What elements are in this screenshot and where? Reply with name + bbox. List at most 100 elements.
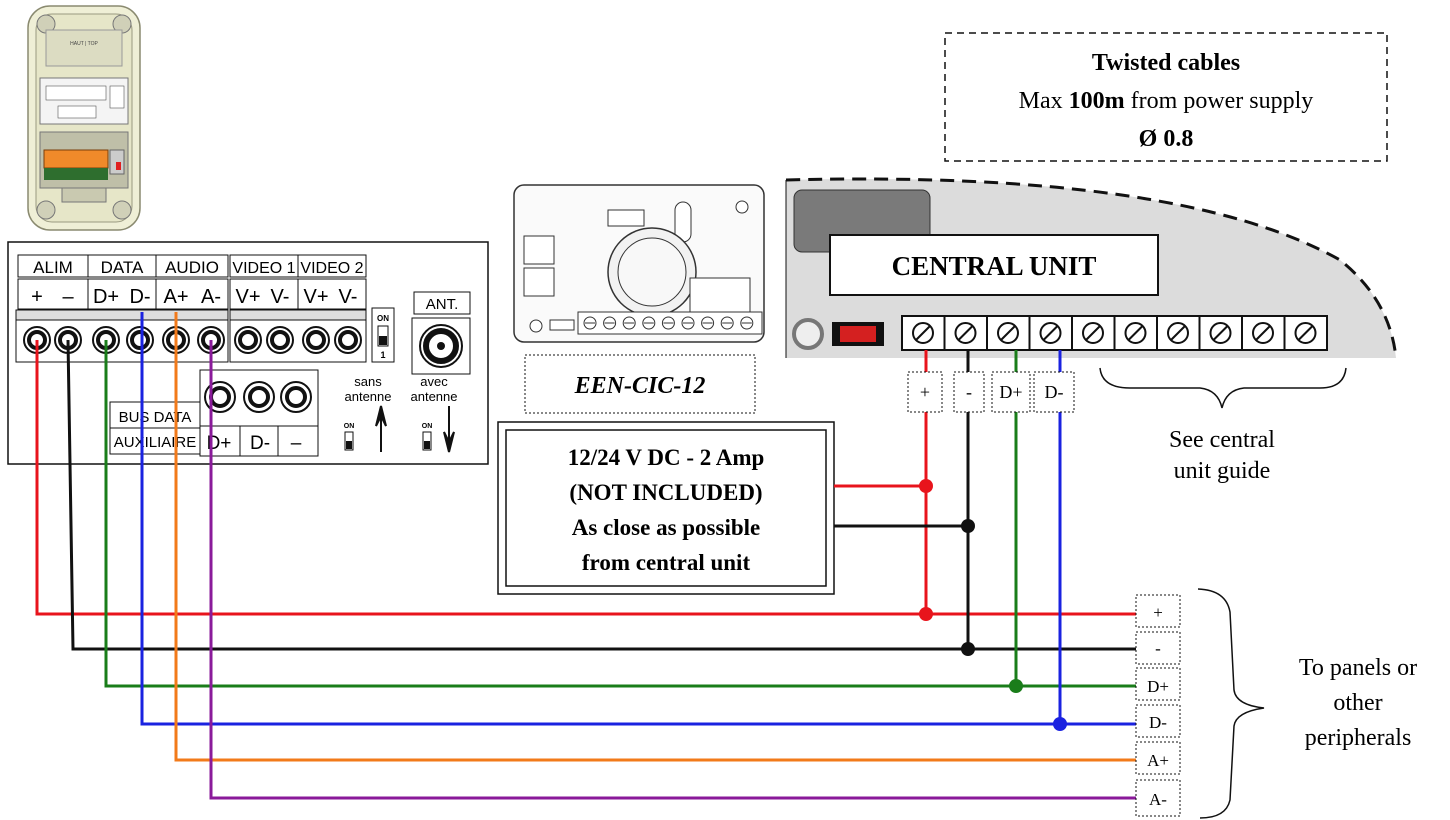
switch-on-label: ON: [377, 314, 389, 323]
aux-screw-ring-1: [248, 386, 270, 408]
panel-top-label: HAUT | TOP: [70, 41, 98, 47]
wire-alim-minus: [66, 339, 1136, 651]
cu-label-dminus: D-: [1045, 382, 1064, 402]
pin-plus: +: [31, 286, 43, 308]
sans-label: sans: [354, 374, 382, 389]
aux-pin-minus: –: [291, 433, 302, 454]
aux-pin-dplus: D+: [207, 433, 232, 454]
pin-video1-minus: V-: [271, 286, 290, 308]
cu-screw-slot-0: [915, 325, 931, 341]
cu-screw-slot-8: [1255, 325, 1271, 341]
junction-dot-2: [919, 607, 933, 621]
note-title: Twisted cables: [1092, 50, 1240, 76]
peripherals-brace: [1197, 588, 1265, 819]
wires: [35, 312, 1136, 800]
bus-data-label: BUS DATA: [119, 409, 192, 426]
junction-dot-0: [919, 479, 933, 493]
switch-on-small-1: ON: [344, 423, 355, 430]
switch-on-small-2: ON: [422, 423, 433, 430]
guide-note-2: unit guide: [1174, 458, 1271, 484]
avec-antenne-label: antenne: [411, 389, 458, 404]
guide-note-1: See central: [1169, 427, 1275, 453]
junction-dot-4: [1009, 679, 1023, 693]
module-name: EEN-CIC-12: [574, 373, 706, 399]
psu-line-4: from central unit: [582, 550, 751, 575]
psu-line-3: As close as possible: [572, 515, 761, 540]
header-audio: AUDIO: [165, 258, 219, 277]
twisted-cables-note: Twisted cables Max 100m from power suppl…: [944, 32, 1388, 162]
wire-audio-minus: [209, 340, 1136, 800]
door-panel-image: HAUT | TOP: [27, 5, 141, 231]
cu-screw-slot-9: [1297, 325, 1314, 341]
cu-label-dplus: D+: [999, 382, 1022, 402]
sans-antenne-label: antenne: [345, 389, 392, 404]
note-distance: Max 100m from power supply: [1019, 88, 1314, 114]
note-diameter: Ø 0.8: [1139, 126, 1194, 152]
power-supply-box: 12/24 V DC - 2 Amp (NOT INCLUDED) As clo…: [497, 421, 835, 595]
header-video-1: VIDEO 1: [232, 260, 295, 277]
wire-data-plus: [104, 340, 1136, 688]
periph-dplus: D+: [1147, 677, 1169, 696]
cu-screw-slot-4: [1085, 325, 1101, 341]
central-unit: CENTRAL UNIT See central unit guide: [785, 177, 1398, 484]
peripherals-note-3: peripherals: [1305, 725, 1412, 751]
wire-alim-plus: [35, 340, 1136, 616]
wire-audio-plus: [174, 312, 1136, 762]
screw-ring-3: [130, 330, 150, 350]
pin-audio-minus: A-: [201, 286, 221, 308]
header-alim: ALIM: [33, 258, 73, 277]
header-video-2: VIDEO 2: [300, 260, 363, 277]
psu-line-2: (NOT INCLUDED): [569, 480, 762, 505]
wire-data-minus: [140, 312, 1136, 726]
cu-screw-slot-3: [1042, 325, 1059, 341]
periph-dminus: D-: [1149, 713, 1167, 732]
module-screw-terminals: [583, 316, 754, 330]
cu-screw-slot-6: [1170, 325, 1186, 341]
screw-ring-8: [306, 330, 326, 350]
screw-ring-9: [338, 330, 358, 350]
pin-data-minus: D-: [129, 286, 150, 308]
screw-ring-6: [238, 330, 258, 350]
up-arrow-icon: [375, 405, 387, 452]
peripherals-note-1: To panels or: [1299, 655, 1417, 681]
cu-screw-slot-5: [1127, 325, 1144, 341]
panel-connector: ALIM DATA AUDIO VIDEO 1 VIDEO 2 + – D+ D…: [7, 241, 489, 465]
aux-screw-ring-2: [285, 386, 307, 408]
aux-pin-dminus: D-: [250, 433, 270, 454]
pin-audio-plus: A+: [163, 286, 188, 308]
central-unit-screw-terminals: [901, 315, 1328, 351]
pin-data-plus: D+: [93, 286, 119, 308]
junction-dot-5: [1053, 717, 1067, 731]
cu-screw-slot-1: [957, 325, 974, 341]
junction-dot-3: [961, 642, 975, 656]
screw-ring-7: [270, 330, 290, 350]
central-unit-title: CENTRAL UNIT: [892, 251, 1097, 281]
psu-line-1: 12/24 V DC - 2 Amp: [568, 445, 765, 470]
guide-brace: [1099, 367, 1347, 409]
junction-dot-1: [961, 519, 975, 533]
peripheral-terminals: + - D+ D- A+ A- To panels or other perip…: [1135, 588, 1417, 819]
een-cic-12-module: EEN-CIC-12: [513, 184, 765, 414]
cu-terminal-3: [1028, 315, 1073, 351]
periph-minus: -: [1155, 639, 1161, 658]
pin-minus: –: [62, 286, 74, 308]
periph-plus: +: [1153, 603, 1163, 622]
switch-one-label: 1: [380, 350, 385, 360]
periph-aplus: A+: [1147, 751, 1169, 770]
periph-aminus: A-: [1149, 790, 1167, 809]
peripherals-note-2: other: [1333, 690, 1382, 716]
cu-screw-slot-7: [1212, 325, 1229, 341]
pin-video2-minus: V-: [339, 286, 358, 308]
down-arrow-icon: [443, 406, 455, 453]
ant-label: ANT.: [426, 296, 459, 313]
aux-screw-terminals: [204, 381, 312, 413]
avec-label: avec: [420, 374, 448, 389]
central-unit-terminal-labels: + - D+ D-: [907, 371, 1075, 413]
cu-screw-slot-2: [1000, 325, 1016, 341]
cu-label-minus: -: [966, 382, 972, 402]
pin-video2-plus: V+: [303, 286, 328, 308]
pin-video1-plus: V+: [235, 286, 260, 308]
auxiliaire-label: AUXILIAIRE: [114, 434, 197, 451]
header-data: DATA: [101, 258, 144, 277]
